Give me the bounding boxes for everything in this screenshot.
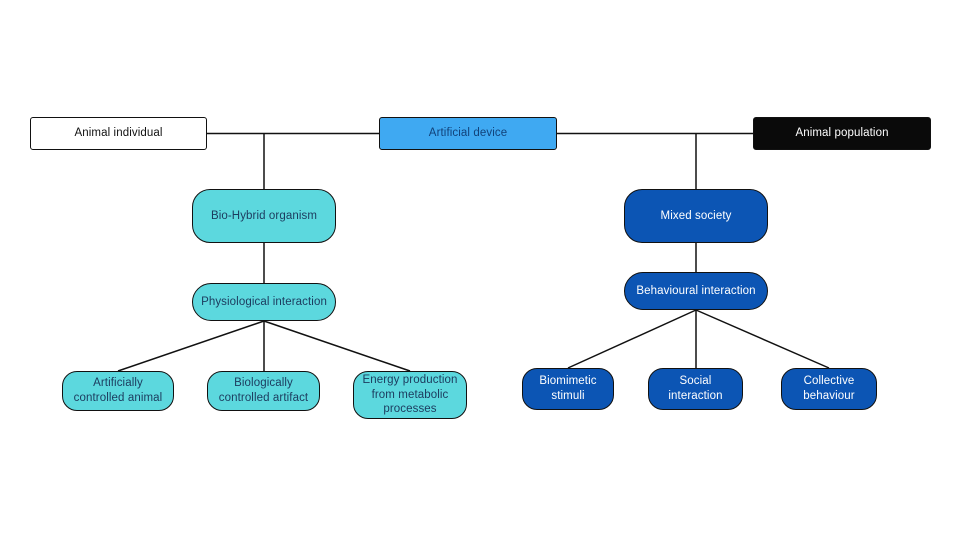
- node-artificially-controlled-animal[interactable]: Artificially controlled animal: [62, 371, 174, 411]
- node-animal-population[interactable]: Animal population: [753, 117, 931, 150]
- node-artificial-device[interactable]: Artificial device: [379, 117, 557, 150]
- connector-fan-left-3: [263, 320, 411, 372]
- node-biologically-controlled-artifact[interactable]: Biologically controlled artifact: [207, 371, 320, 411]
- node-mixed-society[interactable]: Mixed society: [624, 189, 768, 243]
- node-bio-hybrid-organism[interactable]: Bio-Hybrid organism: [192, 189, 336, 243]
- node-biomimetic-stimuli[interactable]: Biomimetic stimuli: [522, 368, 614, 410]
- connector-fan-right-1: [567, 309, 697, 369]
- connector-fan-left-1: [117, 320, 265, 372]
- node-behavioural-interaction[interactable]: Behavioural interaction: [624, 272, 768, 310]
- node-collective-behaviour[interactable]: Collective behaviour: [781, 368, 877, 410]
- node-physiological-interaction[interactable]: Physiological interaction: [192, 283, 336, 321]
- connector-fan-right-3: [695, 309, 830, 369]
- node-social-interaction[interactable]: Social interaction: [648, 368, 743, 410]
- node-animal-individual[interactable]: Animal individual: [30, 117, 207, 150]
- node-energy-production[interactable]: Energy production from metabolic process…: [353, 371, 467, 419]
